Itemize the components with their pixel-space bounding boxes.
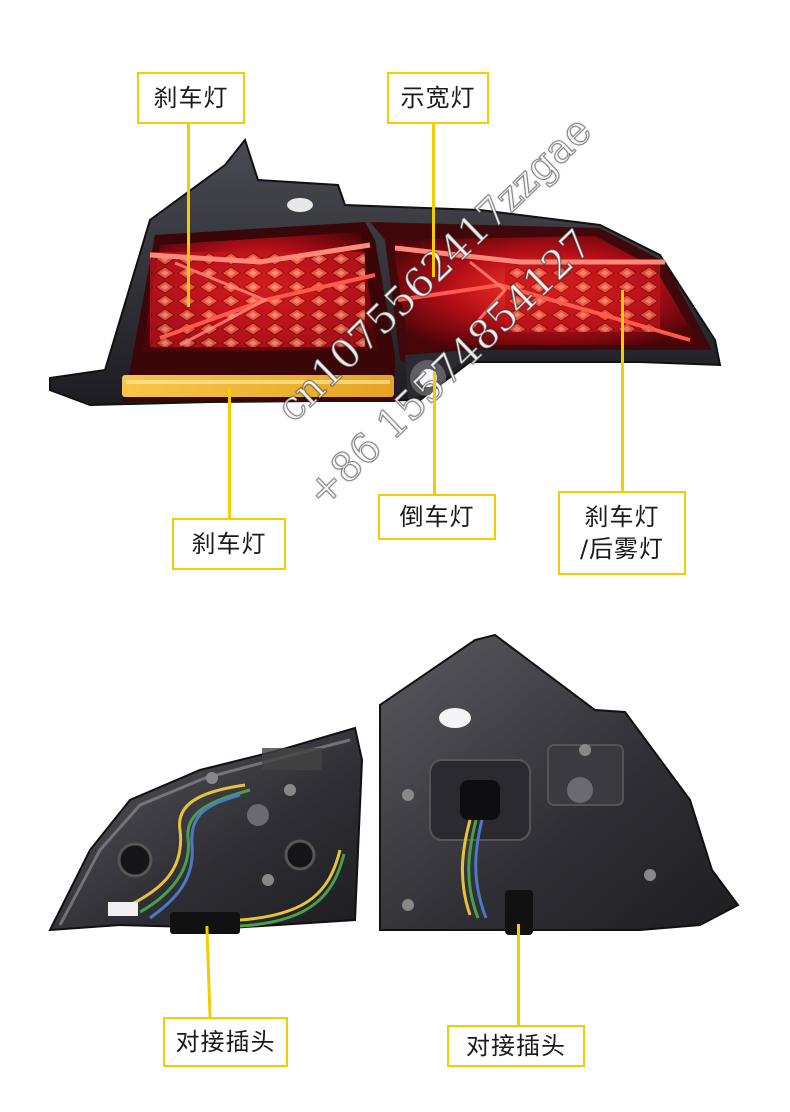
callout-text: 倒车灯: [399, 502, 475, 531]
callout-position-light: 示宽灯: [387, 72, 489, 124]
callout-text: 对接插头: [466, 1031, 566, 1060]
leader-plug-right: [517, 924, 520, 1028]
callout-text-line1: 刹车灯: [584, 502, 660, 531]
leader-top-center: [432, 122, 435, 277]
callout-brake-light-bottom: 刹车灯: [172, 518, 286, 570]
callout-text: 刹车灯: [153, 83, 229, 112]
callout-text-line2: /后雾灯: [579, 535, 665, 563]
callout-brake-light-top: 刹车灯: [137, 72, 245, 124]
callout-brake-fog-light: 刹车灯 /后雾灯: [558, 491, 686, 575]
callout-text: 刹车灯: [191, 529, 267, 558]
callout-connector-plug-left: 对接插头: [163, 1017, 288, 1067]
leader-top-left: [187, 122, 190, 307]
leader-bottom-right: [621, 290, 624, 493]
callout-connector-plug-right: 对接插头: [447, 1025, 585, 1067]
leader-bottom-left: [228, 388, 231, 520]
leader-bottom-center: [433, 372, 436, 497]
callout-reverse-light: 倒车灯: [378, 494, 496, 540]
callout-text: 对接插头: [175, 1027, 276, 1056]
callout-text: 示宽灯: [400, 83, 476, 112]
